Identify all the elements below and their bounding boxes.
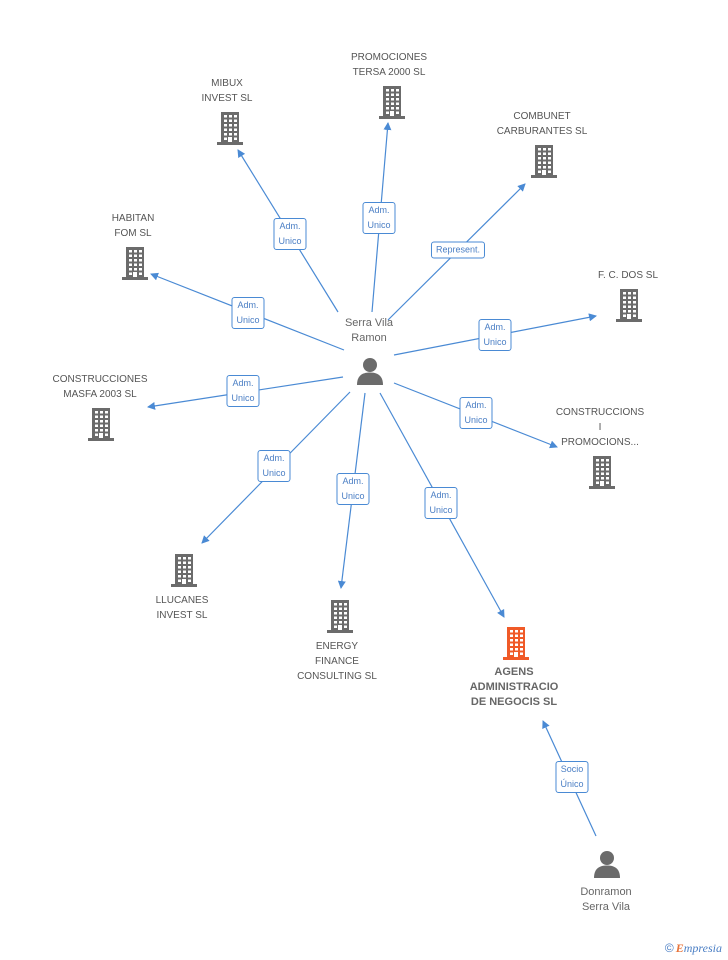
building-icon[interactable] [120,246,150,285]
company-label-combunet[interactable]: COMBUNET CARBURANTES SL [496,111,588,137]
building-icon[interactable] [529,144,559,183]
company-label-llucanes[interactable]: LLUCANES INVEST SL [155,595,209,621]
center-person-label[interactable]: Serra Vila Ramon [344,317,394,344]
building-icon[interactable] [325,599,355,638]
brand-name: mpresia [683,941,722,955]
company-label-construccions[interactable]: CONSTRUCCIONS I PROMOCIONS... [555,407,645,448]
edge-label-energy[interactable]: Adm. Unico [336,473,370,505]
edge-label-construccions[interactable]: Adm. Unico [459,397,493,429]
edge-label-mibux[interactable]: Adm. Unico [273,218,307,250]
edge-label-masfa[interactable]: Adm. Unico [226,375,260,407]
company-label-agens[interactable]: AGENS ADMINISTRACIO DE NEGOCIS SL [469,666,559,708]
second-person-label[interactable]: Donramon Serra Vila [580,886,632,913]
edge-label-habitan[interactable]: Adm. Unico [231,297,265,329]
brand-initial: E [675,941,684,955]
building-icon[interactable] [215,111,245,150]
company-label-promociones[interactable]: PROMOCIONES TERSA 2000 SL [350,52,428,78]
edge-label-agens[interactable]: Adm. Unico [424,487,458,519]
edge-label-combunet[interactable]: Represent. [430,241,486,259]
building-icon[interactable] [377,85,407,124]
edge-label-agens[interactable]: Socio Único [555,761,589,793]
building-icon[interactable] [614,288,644,327]
building-icon[interactable] [501,626,531,665]
company-label-mibux[interactable]: MIBUX INVEST SL [201,78,253,104]
empresia-brand[interactable]: ©Empresia [665,941,722,956]
person-icon[interactable] [355,357,385,390]
edge-label-llucanes[interactable]: Adm. Unico [257,450,291,482]
edge-label-promociones[interactable]: Adm. Unico [362,202,396,234]
building-icon[interactable] [587,455,617,494]
company-label-energy[interactable]: ENERGY FINANCE CONSULTING SL [297,641,377,682]
company-label-fcdos[interactable]: F. C. DOS SL [597,270,659,281]
person-icon[interactable] [592,850,622,883]
building-icon[interactable] [169,553,199,592]
company-label-habitan[interactable]: HABITAN FOM SL [111,213,155,239]
copyright-icon: © [664,941,674,955]
company-label-masfa[interactable]: CONSTRUCCIONES MASFA 2003 SL [52,374,148,400]
edge-label-fcdos[interactable]: Adm. Unico [478,319,512,351]
building-icon[interactable] [86,407,116,446]
